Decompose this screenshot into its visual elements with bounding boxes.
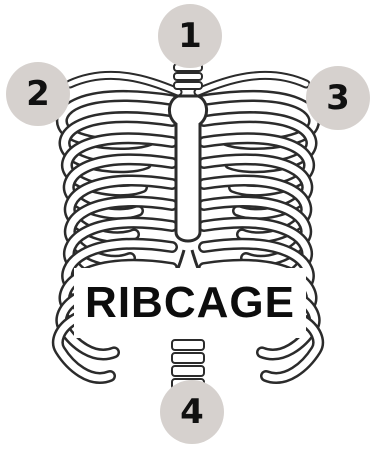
title-label-box: RIBCAGE xyxy=(74,268,306,338)
lumbar-vertebra xyxy=(172,353,204,363)
title-label: RIBCAGE xyxy=(85,278,295,328)
lumbar-vertebra xyxy=(172,366,204,376)
marker-2: 2 xyxy=(6,62,70,126)
marker-4: 4 xyxy=(160,380,224,444)
sternum xyxy=(169,96,206,241)
neck-vertebra xyxy=(174,73,202,80)
lumbar-vertebra xyxy=(172,340,204,350)
marker-3: 3 xyxy=(306,66,370,130)
neck-vertebra xyxy=(174,82,202,89)
marker-1: 1 xyxy=(158,4,222,68)
